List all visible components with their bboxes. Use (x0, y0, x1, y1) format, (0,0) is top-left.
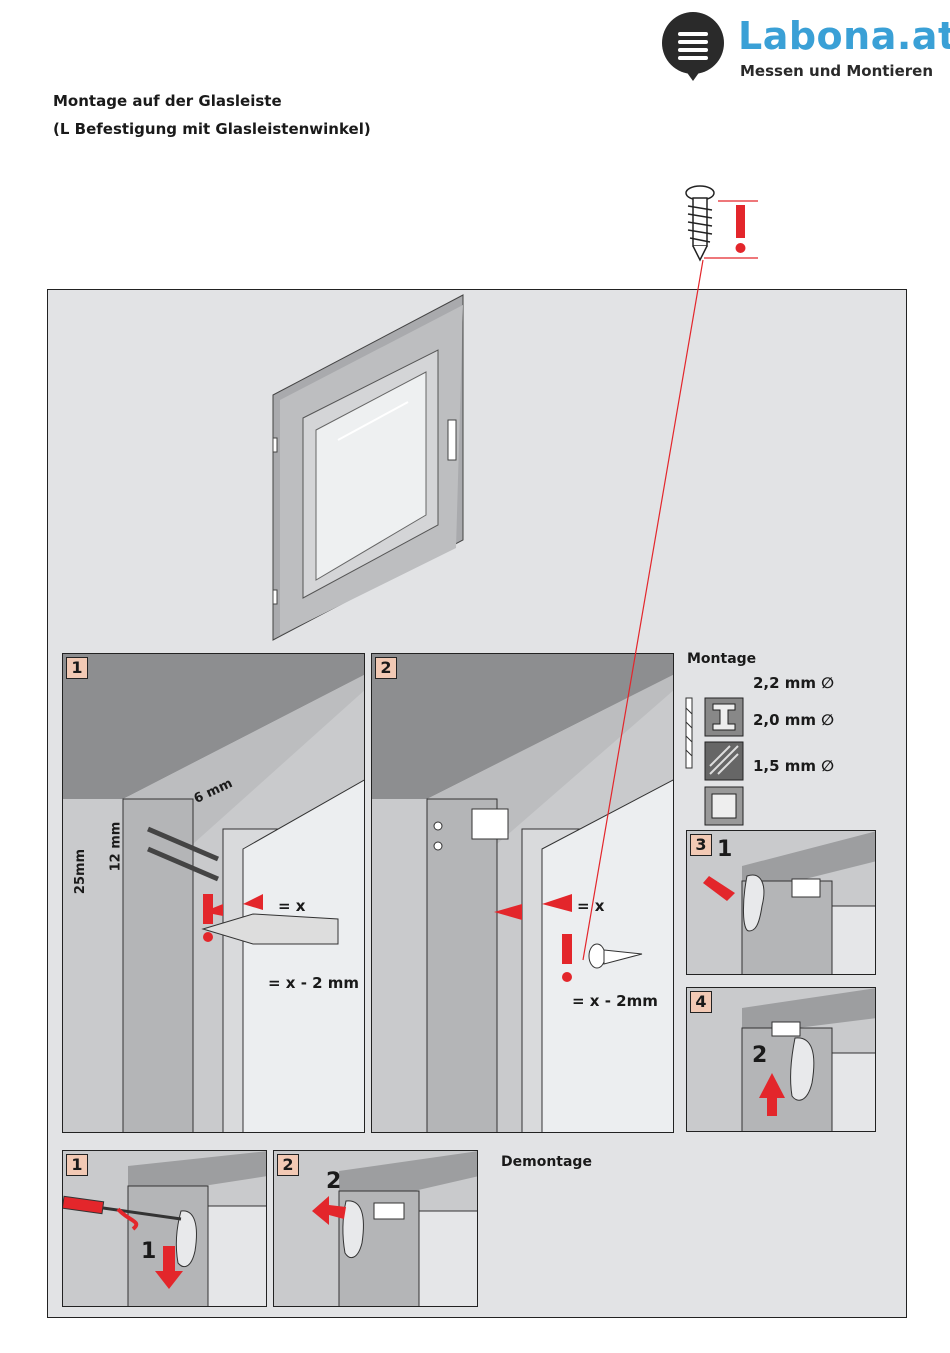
dimension-12mm: 12 mm (108, 821, 124, 872)
blinds-pin-icon (662, 12, 724, 81)
step-number: 1 (66, 1154, 88, 1176)
montage-step-3: 3 1 (686, 830, 876, 975)
equals-x-label: = x (577, 897, 605, 915)
montage-step-2: 2 = x = x - 2mm (371, 653, 674, 1133)
drill-size-wood: 2,0 mm ∅ (753, 711, 835, 729)
step-number: 3 (690, 834, 712, 856)
brand-logo: Labona.at Messen und Montieren (660, 8, 950, 88)
warning-exclamation-icon (735, 205, 746, 253)
step-arrow-label: 2 (326, 1169, 342, 1194)
step-number: 2 (375, 657, 397, 679)
step-number: 2 (277, 1154, 299, 1176)
montage-heading: Montage (687, 651, 757, 667)
brand-tagline: Messen und Montieren (740, 62, 933, 80)
equals-x-minus-2mm-label: = x - 2 mm (268, 974, 360, 992)
demontage-step-2: 2 2 (273, 1150, 478, 1307)
demontage-step-1: 1 1 (62, 1150, 267, 1307)
step-number: 4 (690, 991, 712, 1013)
step-arrow-label: 1 (141, 1239, 157, 1264)
drill-size-aluminium: 2,2 mm ∅ (753, 674, 835, 692)
step-arrow-label: 2 (752, 1043, 768, 1068)
montage-step-4: 4 2 (686, 987, 876, 1132)
montage-step-1: 1 6 mm 25mm 12 mm = x = x - 2 mm (62, 653, 365, 1133)
step-number: 1 (66, 657, 88, 679)
equals-x-minus-2mm-label: = x - 2mm (572, 992, 658, 1010)
drill-size-plastic: 1,5 mm ∅ (753, 757, 835, 775)
screw-icon (685, 185, 715, 262)
equals-x-label: = x (278, 897, 306, 915)
page-title: Montage auf der Glasleiste (53, 92, 282, 110)
brand-name: Labona.at (738, 14, 950, 58)
page-subtitle: (L Befestigung mit Glasleistenwinkel) (53, 120, 371, 138)
dimension-25mm: 25mm (73, 848, 89, 895)
instruction-frame: 1 6 mm 25mm 12 mm = x = x - 2 mm 2 (47, 289, 907, 1318)
demontage-heading: Demontage (501, 1154, 592, 1170)
step-arrow-label: 1 (717, 837, 733, 862)
window-illustration (272, 294, 464, 641)
